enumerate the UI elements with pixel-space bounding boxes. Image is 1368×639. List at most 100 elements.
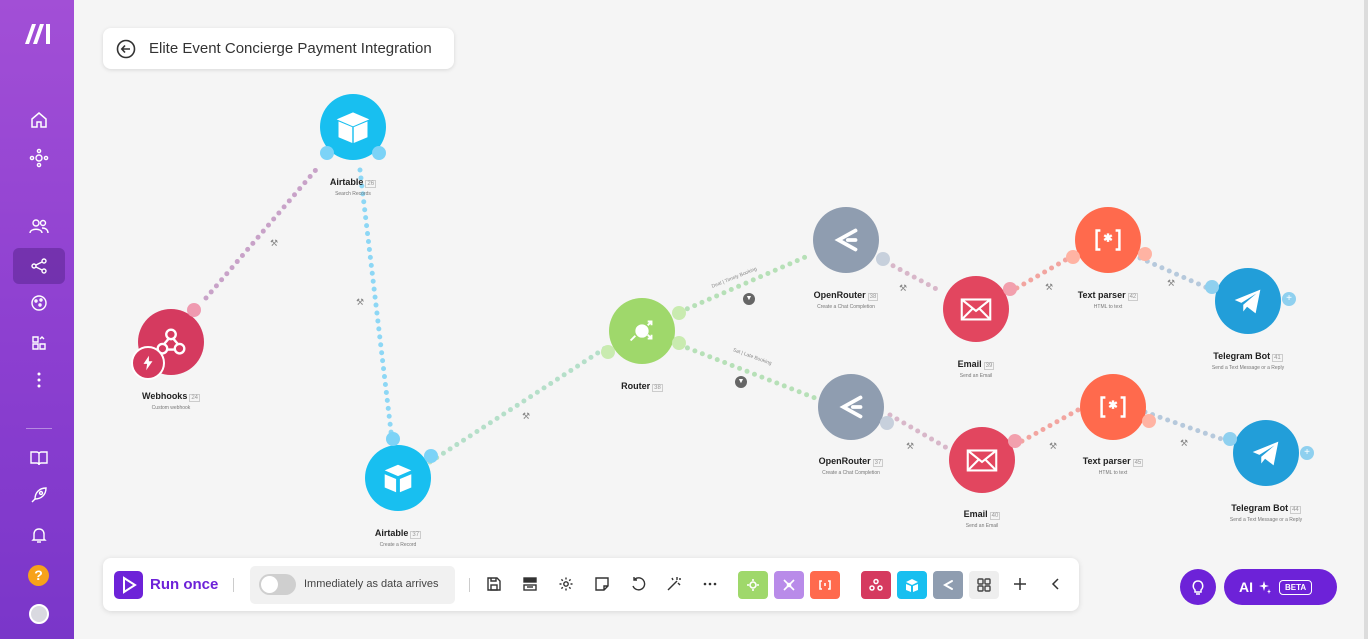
module-handle[interactable] <box>1205 280 1219 294</box>
add-module-icon[interactable]: + <box>1282 292 1296 306</box>
scenario-toolbar: Run once Immediately as data arrives <box>103 558 1079 611</box>
airtable-shortcut-icon[interactable] <box>897 571 927 599</box>
connections-icon[interactable] <box>13 285 65 321</box>
textparser-1-module[interactable] <box>1075 207 1141 273</box>
link-airtable-search-create <box>357 167 395 443</box>
back-arrow-icon[interactable] <box>116 39 136 59</box>
wrench-icon: ⚒ <box>270 239 278 249</box>
text-parser-shortcut-icon[interactable] <box>810 571 840 599</box>
scheduling-icon[interactable] <box>519 573 541 595</box>
scenarios-icon[interactable] <box>13 248 65 284</box>
more-options-icon[interactable] <box>699 573 721 595</box>
module-handle[interactable] <box>601 345 615 359</box>
module-handle[interactable] <box>1008 434 1022 448</box>
module-handle[interactable] <box>372 146 386 160</box>
sparkle-icon <box>1259 581 1271 594</box>
undo-icon[interactable] <box>627 573 649 595</box>
email-1-module[interactable] <box>943 276 1009 342</box>
add-module-icon[interactable]: + <box>1300 446 1314 460</box>
link-openrouter-email-1 <box>883 259 945 295</box>
beta-badge: BETA <box>1279 579 1313 595</box>
module-handle[interactable] <box>424 449 438 463</box>
wrench-icon: ⚒ <box>906 442 914 452</box>
filter-icon[interactable]: ▼ <box>743 293 755 305</box>
run-once-button[interactable] <box>114 571 143 599</box>
openrouter-shortcut-icon[interactable] <box>933 571 963 599</box>
link-router-openrouter-1 <box>677 252 813 315</box>
templates-icon[interactable] <box>13 140 65 176</box>
schedule-control[interactable]: Immediately as data arrives <box>250 566 455 604</box>
save-icon[interactable] <box>483 573 505 595</box>
module-handle[interactable] <box>672 306 686 320</box>
apps-icon[interactable] <box>13 325 65 361</box>
telegram-2-module[interactable] <box>1233 420 1299 486</box>
openrouter-2-module[interactable] <box>818 374 884 440</box>
module-handle[interactable] <box>1142 414 1156 428</box>
auto-align-icon[interactable] <box>663 573 685 595</box>
rocket-icon[interactable] <box>13 477 65 513</box>
module-handle[interactable] <box>386 432 400 446</box>
grid-icon[interactable] <box>969 571 999 599</box>
scenario-canvas[interactable] <box>74 0 1368 639</box>
more-icon[interactable] <box>13 362 65 398</box>
home-icon[interactable] <box>13 102 65 138</box>
docs-icon[interactable] <box>13 440 65 476</box>
module-handle[interactable] <box>187 303 201 317</box>
scenario-title[interactable]: Elite Event Concierge Payment Integratio… <box>149 40 432 57</box>
lightbulb-icon[interactable] <box>1180 569 1216 605</box>
webhooks-shortcut-icon[interactable] <box>861 571 891 599</box>
add-icon[interactable] <box>1009 573 1031 595</box>
flow-control-shortcut-icon[interactable] <box>774 571 804 599</box>
module-handle[interactable] <box>1003 282 1017 296</box>
textparser-2-module[interactable] <box>1080 374 1146 440</box>
module-handle[interactable] <box>1223 432 1237 446</box>
module-handle[interactable] <box>880 416 894 430</box>
link-openrouter-email-2 <box>887 412 950 451</box>
sidebar-divider <box>26 428 52 429</box>
filter-icon[interactable]: ▼ <box>735 376 747 388</box>
module-handle[interactable] <box>320 146 334 160</box>
settings-icon[interactable] <box>555 573 577 595</box>
module-handle[interactable] <box>1138 247 1152 261</box>
router-shortcut-icon[interactable] <box>738 571 768 599</box>
wrench-icon: ⚒ <box>356 298 364 308</box>
avatar[interactable] <box>29 604 49 624</box>
link-airtable-router <box>427 342 613 465</box>
canvas-edge <box>1364 0 1368 639</box>
ai-assistant-button[interactable]: AI BETA <box>1224 569 1337 605</box>
scenario-title-card: Elite Event Concierge Payment Integratio… <box>103 28 454 69</box>
collapse-icon[interactable] <box>1045 573 1067 595</box>
team-icon[interactable] <box>13 208 65 244</box>
module-handle[interactable] <box>1066 250 1080 264</box>
wrench-icon: ⚒ <box>522 412 530 422</box>
notifications-icon[interactable] <box>13 517 65 553</box>
make-logo[interactable] <box>22 20 56 46</box>
module-handle[interactable] <box>876 252 890 266</box>
help-icon[interactable]: ? <box>28 565 49 586</box>
openrouter-1-module[interactable] <box>813 207 879 273</box>
sidebar: ? <box>0 0 74 639</box>
link-textparser-telegram-2 <box>1142 409 1233 445</box>
wrench-icon: ⚒ <box>1049 442 1057 452</box>
router-module[interactable] <box>609 298 675 364</box>
email-2-module[interactable] <box>949 427 1015 493</box>
wrench-icon: ⚒ <box>1167 279 1175 289</box>
notes-icon[interactable] <box>591 573 613 595</box>
airtable-create-module[interactable] <box>365 445 431 511</box>
module-handle[interactable] <box>672 336 686 350</box>
run-once-label[interactable]: Run once <box>150 576 219 593</box>
schedule-toggle[interactable] <box>259 574 296 595</box>
wrench-icon: ⚒ <box>899 284 907 294</box>
telegram-1-module[interactable] <box>1215 268 1281 334</box>
wrench-icon: ⚒ <box>1180 439 1188 449</box>
